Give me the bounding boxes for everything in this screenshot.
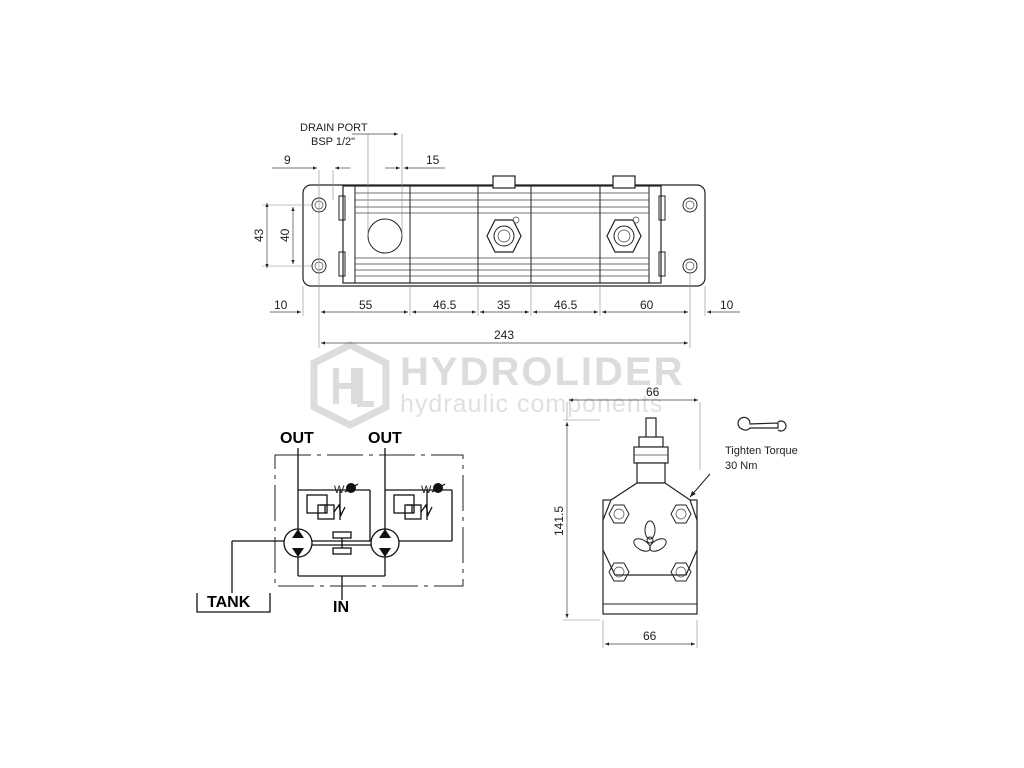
schematic-boundary (274, 454, 464, 587)
schematic-out-left: OUT (280, 430, 314, 447)
svg-text:W: W (421, 484, 432, 496)
wrench-icon (737, 416, 787, 432)
side-view: 66 141.5 66 (552, 385, 798, 648)
schematic-tank: TANK (207, 594, 251, 611)
dim-width-top: 66 (646, 385, 660, 399)
schematic-in: IN (333, 599, 349, 616)
dim-height-inner: 40 (278, 228, 292, 242)
dim-overall-length: 243 (494, 328, 514, 342)
dim-segment: 46.5 (554, 298, 578, 312)
watermark-brand: HYDROLIDER (400, 350, 684, 394)
valve-head (602, 482, 698, 576)
mount-hole (682, 197, 698, 213)
dim-drain-width: 15 (426, 153, 440, 167)
dim-segment: 60 (640, 298, 654, 312)
dim-segment: 46.5 (433, 298, 457, 312)
outlet-fitting-2 (606, 175, 642, 253)
bolt (608, 562, 630, 582)
motor-right (370, 528, 400, 558)
watermark-tagline: hydraulic components (400, 390, 663, 418)
hydraulic-schematic: OUT OUT W (196, 430, 464, 616)
relief-valve-right: W (385, 483, 453, 530)
outlet-shaft (645, 417, 657, 439)
dim-segment: 35 (497, 298, 511, 312)
hl-hexagon-logo-icon (310, 341, 390, 429)
torque-value: 30 Nm (725, 460, 757, 472)
bolt (670, 562, 692, 582)
dim-segment: 55 (359, 298, 373, 312)
dim-height: 141.5 (552, 506, 566, 536)
trefoil-mark-icon (633, 520, 667, 552)
dim-segment: 10 (720, 298, 734, 312)
dim-segment: 10 (274, 298, 288, 312)
watermark: HYDROLIDER hydraulic components (310, 341, 684, 429)
top-view: DRAIN PORT BSP 1/2" 9 15 43 40 10 55 46.… (252, 122, 740, 348)
tank-symbol (196, 593, 271, 613)
schematic-out-right: OUT (368, 430, 402, 447)
motor-left (283, 528, 313, 558)
torque-label: Tighten Torque (725, 445, 798, 457)
drain-port-thread: BSP 1/2" (311, 136, 355, 148)
bolt (608, 504, 630, 524)
dim-hole-offset: 9 (284, 153, 291, 167)
outlet-fitting-1 (486, 175, 522, 253)
dim-width-bottom: 66 (643, 629, 657, 643)
dim-height-outer: 43 (252, 228, 266, 242)
svg-text:W: W (334, 484, 345, 496)
drain-port-label: DRAIN PORT (300, 122, 368, 134)
relief-valve-left: W (298, 483, 371, 530)
bolt (670, 504, 692, 524)
